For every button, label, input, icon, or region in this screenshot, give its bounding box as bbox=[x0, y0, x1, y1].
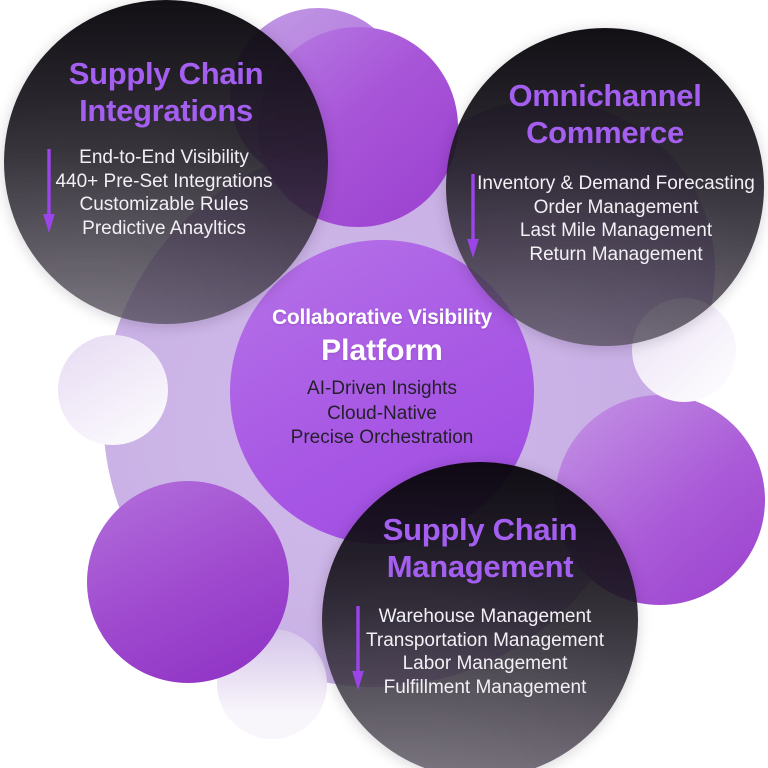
node-title-line: Management bbox=[386, 549, 574, 584]
node-title-line: Integrations bbox=[79, 93, 253, 128]
node-item: End-to-End Visibility bbox=[79, 147, 249, 168]
center-item: AI-Driven Insights bbox=[307, 378, 457, 399]
node-item: Labor Management bbox=[402, 653, 568, 674]
node-item: Order Management bbox=[533, 196, 699, 218]
node-item: Fulfillment Management bbox=[383, 676, 587, 698]
node-circle-omnichannel-commerce bbox=[446, 28, 764, 346]
node-title-line: Supply Chain bbox=[382, 512, 578, 547]
node-item: Transportation Management bbox=[366, 629, 604, 651]
center-heading-line2: Platform bbox=[321, 334, 443, 367]
node-item: Last Mile Management bbox=[519, 220, 713, 241]
node-title-supply-chain-integrations: Supply Chain Integrations bbox=[4, 55, 328, 129]
node-title-line: Commerce bbox=[526, 115, 684, 150]
node-item-list-supply-chain-integrations: End-to-End Visibility 440+ Pre-Set Integ… bbox=[24, 146, 304, 240]
node-circle-supply-chain-management bbox=[322, 462, 638, 768]
node-item: Predictive Anayltics bbox=[82, 217, 246, 239]
node-title-line: Omnichannel bbox=[508, 78, 702, 113]
center-item-list: AI-Driven Insights Cloud-Native Precise … bbox=[230, 377, 534, 451]
decorative-circle-white-left bbox=[58, 335, 168, 445]
node-item-list-supply-chain-management: Warehouse Management Transportation Mana… bbox=[345, 605, 625, 699]
node-item: Return Management bbox=[529, 243, 703, 265]
node-item: Inventory & Demand Forecasting bbox=[477, 173, 755, 194]
center-heading-line1: Collaborative Visibility bbox=[271, 306, 493, 329]
node-item: Warehouse Management bbox=[378, 606, 592, 627]
node-title-supply-chain-management: Supply Chain Management bbox=[322, 511, 638, 585]
node-title-omnichannel-commerce: Omnichannel Commerce bbox=[446, 77, 764, 151]
node-item-list-omnichannel-commerce: Inventory & Demand Forecasting Order Man… bbox=[466, 172, 766, 266]
node-item: Customizable Rules bbox=[79, 194, 249, 215]
decorative-circle-purple-left bbox=[87, 481, 289, 683]
center-item: Precise Orchestration bbox=[290, 427, 474, 448]
center-item: Cloud-Native bbox=[327, 402, 437, 424]
down-arrow-icon bbox=[352, 606, 364, 690]
node-circle-supply-chain-integrations bbox=[4, 0, 328, 324]
node-item: 440+ Pre-Set Integrations bbox=[55, 170, 273, 192]
node-title-line: Supply Chain bbox=[68, 56, 264, 91]
down-arrow-icon bbox=[43, 149, 55, 233]
down-arrow-icon bbox=[467, 174, 479, 258]
